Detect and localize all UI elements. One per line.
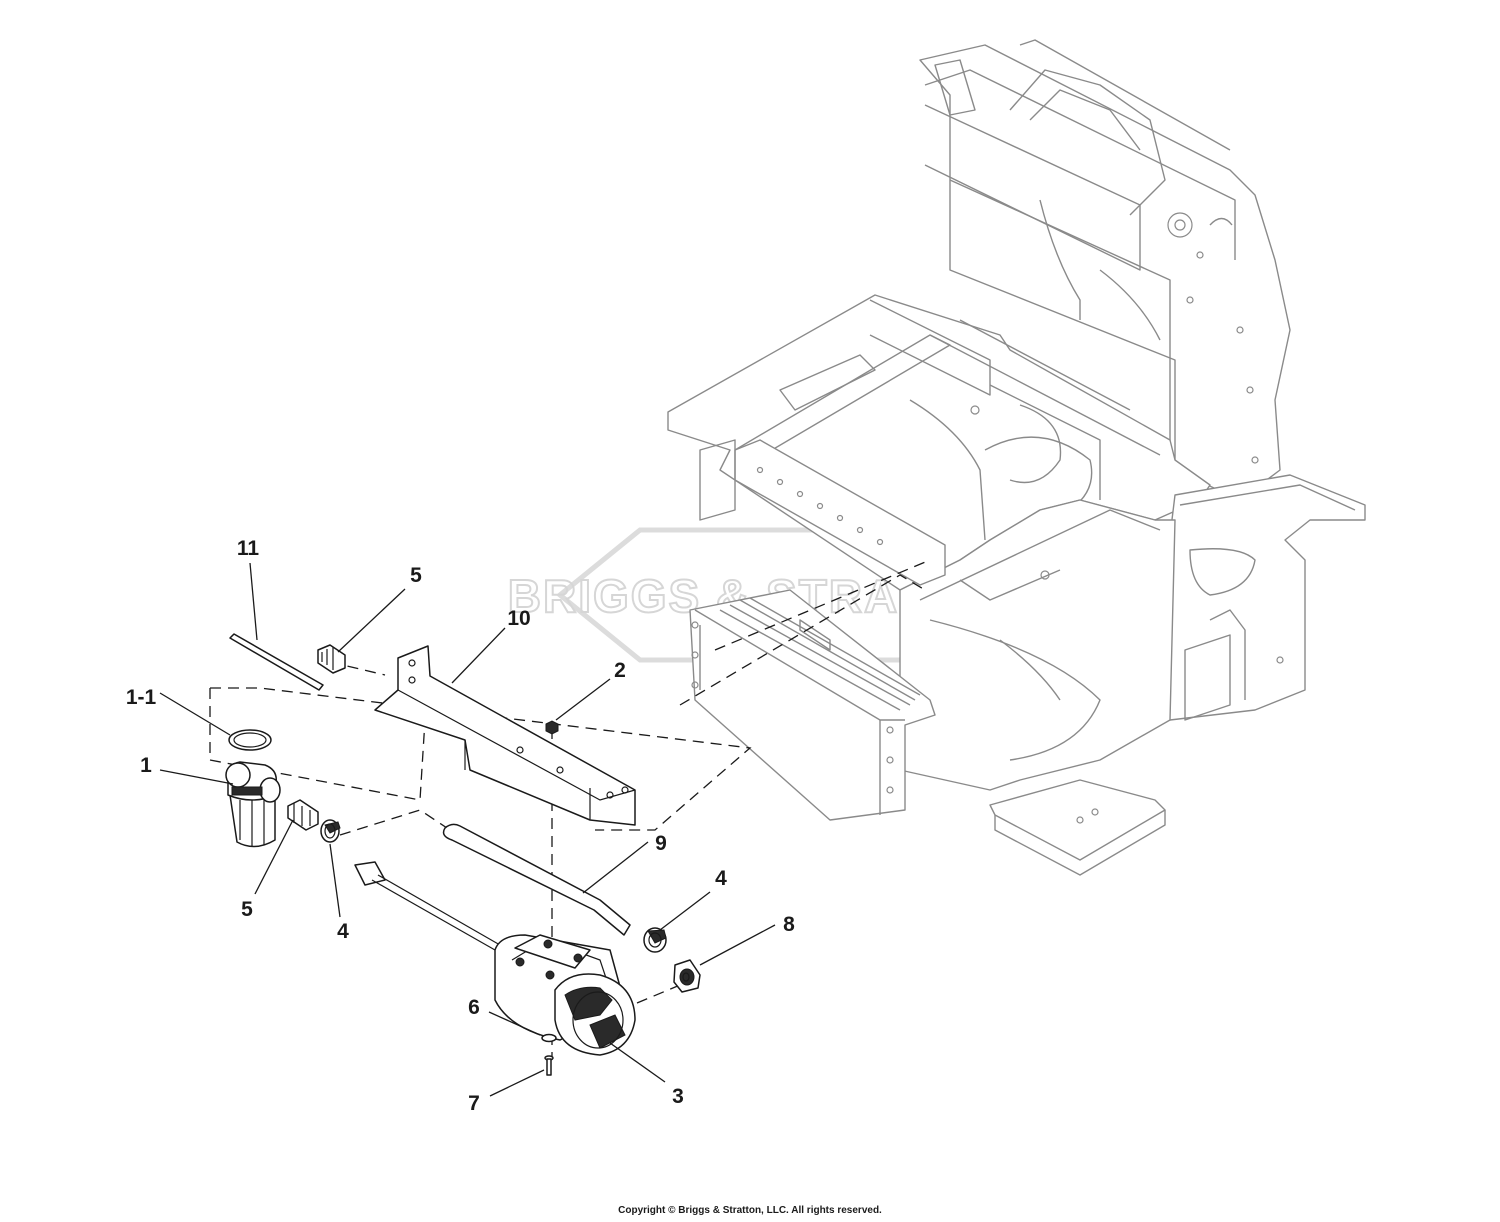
callout-1: 1: [140, 754, 152, 777]
dash-line-filter-top: [210, 687, 752, 831]
chassis-frame: [667, 39, 1366, 876]
part-o-ring: [228, 729, 272, 751]
leader-6: [488, 1011, 541, 1036]
part-filter: [225, 761, 281, 848]
part-pump: [354, 861, 636, 1056]
leader-10: [451, 627, 506, 684]
callout-5-bottom: 5: [241, 898, 253, 921]
leader-5-top: [337, 588, 406, 653]
leader-7: [489, 1069, 545, 1097]
callout-4-right: 4: [715, 867, 727, 890]
leader-4-right: [659, 891, 711, 931]
leader-1: [159, 769, 234, 785]
leader-8: [699, 924, 776, 966]
callout-8: 8: [783, 913, 795, 936]
leader-11: [249, 562, 258, 641]
copyright-notice: Copyright © Briggs & Stratton, LLC. All …: [618, 1205, 882, 1216]
callout-9: 9: [655, 832, 667, 855]
callout-10: 10: [507, 607, 530, 630]
leader-4-left: [329, 843, 341, 918]
callout-6: 6: [468, 996, 480, 1019]
part-elbow-fitting: [673, 959, 701, 993]
dash-line-frame-link-right: [714, 559, 931, 651]
leader-lines: [159, 562, 776, 1097]
dash-line-frame-link: [679, 574, 926, 706]
leader-1-1: [159, 692, 231, 736]
callout-11: 11: [237, 537, 260, 560]
part-nut: [545, 720, 559, 735]
callouts: 11 5 10 2 1-1 1 9 5 4 4 8 6 3 7: [126, 537, 795, 1115]
part-fitting-bottom: [287, 799, 319, 831]
part-hose: [442, 823, 631, 936]
callout-4-left: 4: [337, 920, 349, 943]
part-screw: [544, 1055, 554, 1076]
callout-5-top: 5: [410, 564, 422, 587]
dash-line-pump-outlet: [636, 984, 681, 1004]
part-bracket: [374, 645, 636, 826]
leader-3: [609, 1042, 666, 1083]
leader-2: [555, 678, 611, 721]
part-washer: [541, 1033, 557, 1043]
part-clamp-left: [320, 819, 341, 843]
part-tube: [229, 633, 324, 691]
callout-7: 7: [468, 1092, 480, 1115]
leader-9: [582, 841, 649, 894]
callout-1-1: 1-1: [126, 686, 157, 709]
callout-3: 3: [672, 1085, 684, 1108]
dash-line-fitting-right: [339, 809, 451, 836]
part-clamp-right: [643, 927, 667, 953]
leader-5-bottom: [254, 819, 294, 895]
callout-2: 2: [614, 659, 626, 682]
